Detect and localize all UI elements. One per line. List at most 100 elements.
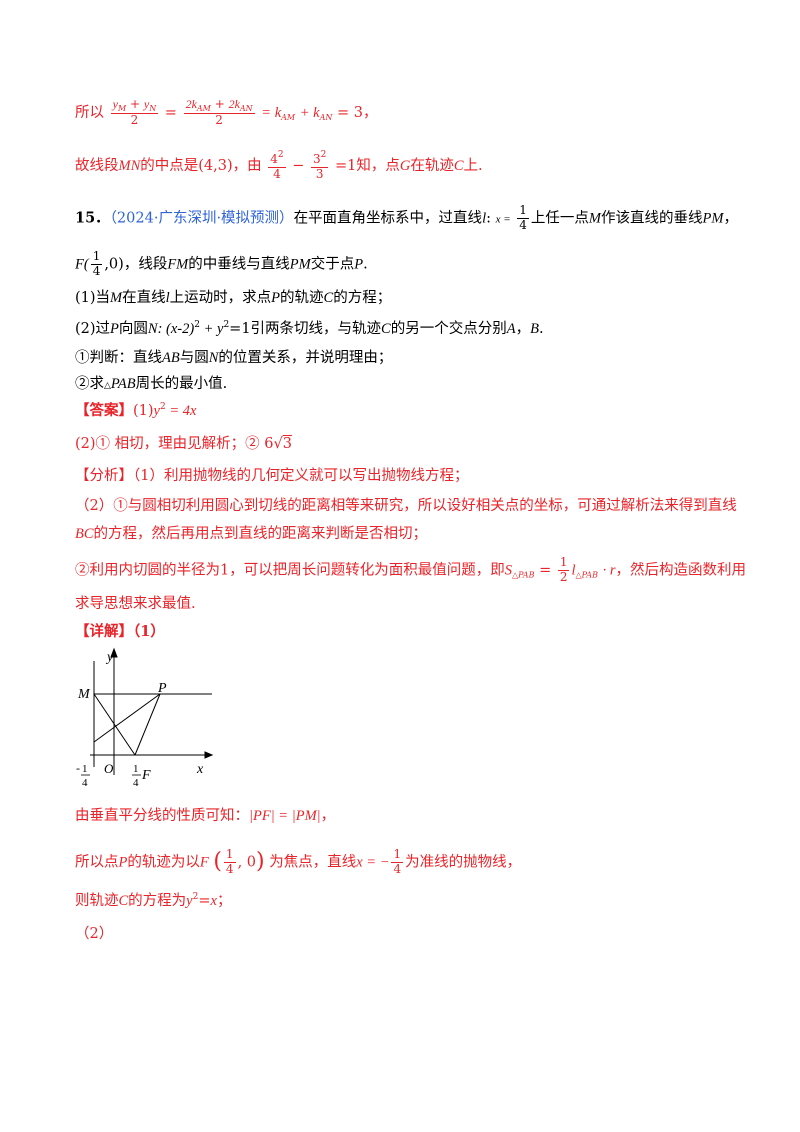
answer-2: (2)① 相切，理由见解析；② 6√3: [75, 436, 292, 453]
solution-line-1: 由垂直平分线的性质可知：|PF| = |PM|，: [75, 808, 335, 825]
text: 求导思想来求最值.: [75, 596, 196, 612]
var: + k: [299, 105, 320, 121]
parabola-diagram: y M P O x - 1 4 1 4 F: [76, 647, 214, 789]
label-m: M: [77, 687, 91, 702]
question-part-2a: ①判断：直线AB与圆N的位置关系，并说明理由；: [75, 350, 392, 367]
var: P: [271, 290, 281, 306]
var: N: [147, 321, 158, 337]
denominator: 4: [393, 861, 402, 876]
paren: ): [256, 849, 265, 875]
var: = 4x: [165, 403, 197, 419]
text: 的轨迹为以: [127, 854, 200, 871]
denominator: 4: [519, 217, 527, 232]
text: 的方程为: [128, 893, 187, 909]
text: ；: [216, 893, 232, 909]
var: N: [208, 350, 219, 366]
sup: 2: [192, 892, 199, 902]
label-minus: -: [76, 761, 80, 775]
op: =: [164, 105, 177, 121]
sup: 2: [223, 320, 230, 330]
detail-heading: 【详解】（1）: [75, 623, 165, 640]
text: 上运动时，求点: [169, 290, 272, 306]
label-x: x: [196, 762, 204, 777]
text: 4: [270, 152, 278, 166]
question-15-stem: 15．（2024·广东深圳·模拟预测）在平面直角坐标系中，过直线l: x = 1…: [75, 203, 738, 233]
denominator: 4: [92, 263, 101, 278]
denominator: 2: [130, 113, 139, 128]
var: · r: [602, 562, 616, 579]
y-arrow: [110, 647, 118, 658]
var: y: [143, 97, 150, 111]
text: 向圆: [118, 321, 148, 337]
var: x = −: [356, 854, 390, 871]
sub: △PAB: [575, 570, 598, 580]
text: 的另一个交点分别: [390, 321, 507, 337]
var: C: [323, 290, 334, 306]
text: 知，点: [356, 157, 400, 174]
text: 【分析】（1）利用抛物线的几何定义就可以写出抛物线方程；: [75, 468, 469, 484]
text: 的中垂线与直线: [188, 256, 290, 273]
op: +: [129, 97, 141, 111]
text: 所以点: [75, 854, 119, 871]
fraction: yM + yN 2: [110, 97, 159, 128]
var: : (x-2): [157, 321, 195, 337]
pf-segment: [134, 693, 161, 756]
op: +: [214, 97, 225, 111]
var: P: [118, 854, 128, 871]
sub: M: [117, 104, 127, 113]
var: PM: [702, 210, 724, 227]
text: 上.: [463, 157, 483, 174]
solution-line-3: 则轨迹C的方程为y2=x；: [75, 892, 231, 910]
numerator: 32: [310, 150, 329, 168]
sub: N: [149, 104, 157, 113]
numerator: 1: [90, 249, 103, 265]
denominator: 4: [273, 166, 281, 181]
eq-midpoint-slope: 所以 yM + yN 2 = 2kAM + 2kAN 2 = kAM + kAN…: [75, 97, 378, 128]
text: ②求: [75, 376, 104, 392]
var: G: [399, 157, 411, 174]
var: F: [199, 854, 209, 871]
mf-segment: [93, 693, 136, 756]
text: 在轨迹: [410, 157, 454, 174]
var: x =: [495, 213, 511, 226]
var: = k: [261, 105, 282, 121]
sub: AN: [319, 113, 333, 122]
var: AB: [162, 350, 180, 366]
text: (4,3): [198, 157, 233, 174]
text: 3: [282, 436, 292, 452]
var: l: [482, 210, 487, 227]
numerator: yM + yN: [110, 97, 159, 115]
text: =1: [334, 157, 357, 174]
question-part-2: (2)过P向圆N: (x-2)2 + y2=1引两条切线，与轨迹C的另一个交点分…: [75, 320, 544, 338]
label-neg-quarter-den: 4: [82, 777, 88, 789]
text: 的轨迹: [280, 290, 324, 306]
sub: AN: [239, 104, 253, 113]
text: 所以: [75, 105, 104, 121]
numerator: 1: [391, 847, 404, 863]
var: B: [530, 321, 539, 337]
question-part-2b: ②求△PAB周长的最小值.: [75, 376, 227, 393]
question-part-1: (1)当M在直线l上运动时，求点P的轨迹C的方程；: [75, 290, 391, 307]
var: y: [153, 403, 160, 419]
numerator: 2kAM + 2kAN: [183, 97, 255, 115]
text: ①判断：直线: [75, 350, 162, 366]
var: C: [381, 321, 391, 337]
var: F(: [75, 256, 89, 273]
var: C: [453, 157, 464, 174]
analysis-2: （2）①与圆相切利用圆心到切线的距离相等来研究，所以设好相关点的坐标，可通过解析…: [75, 498, 737, 515]
op: =: [198, 893, 211, 909]
label-p: P: [157, 681, 167, 696]
text: ,0): [104, 256, 124, 273]
text: 的方程；: [333, 290, 392, 306]
var: l: [571, 562, 576, 579]
text: (1): [133, 403, 154, 419]
text: ，: [362, 105, 378, 121]
text: ②利用内切圆的半径为1，可以把周长问题转化为面积最值问题，即: [75, 562, 505, 579]
